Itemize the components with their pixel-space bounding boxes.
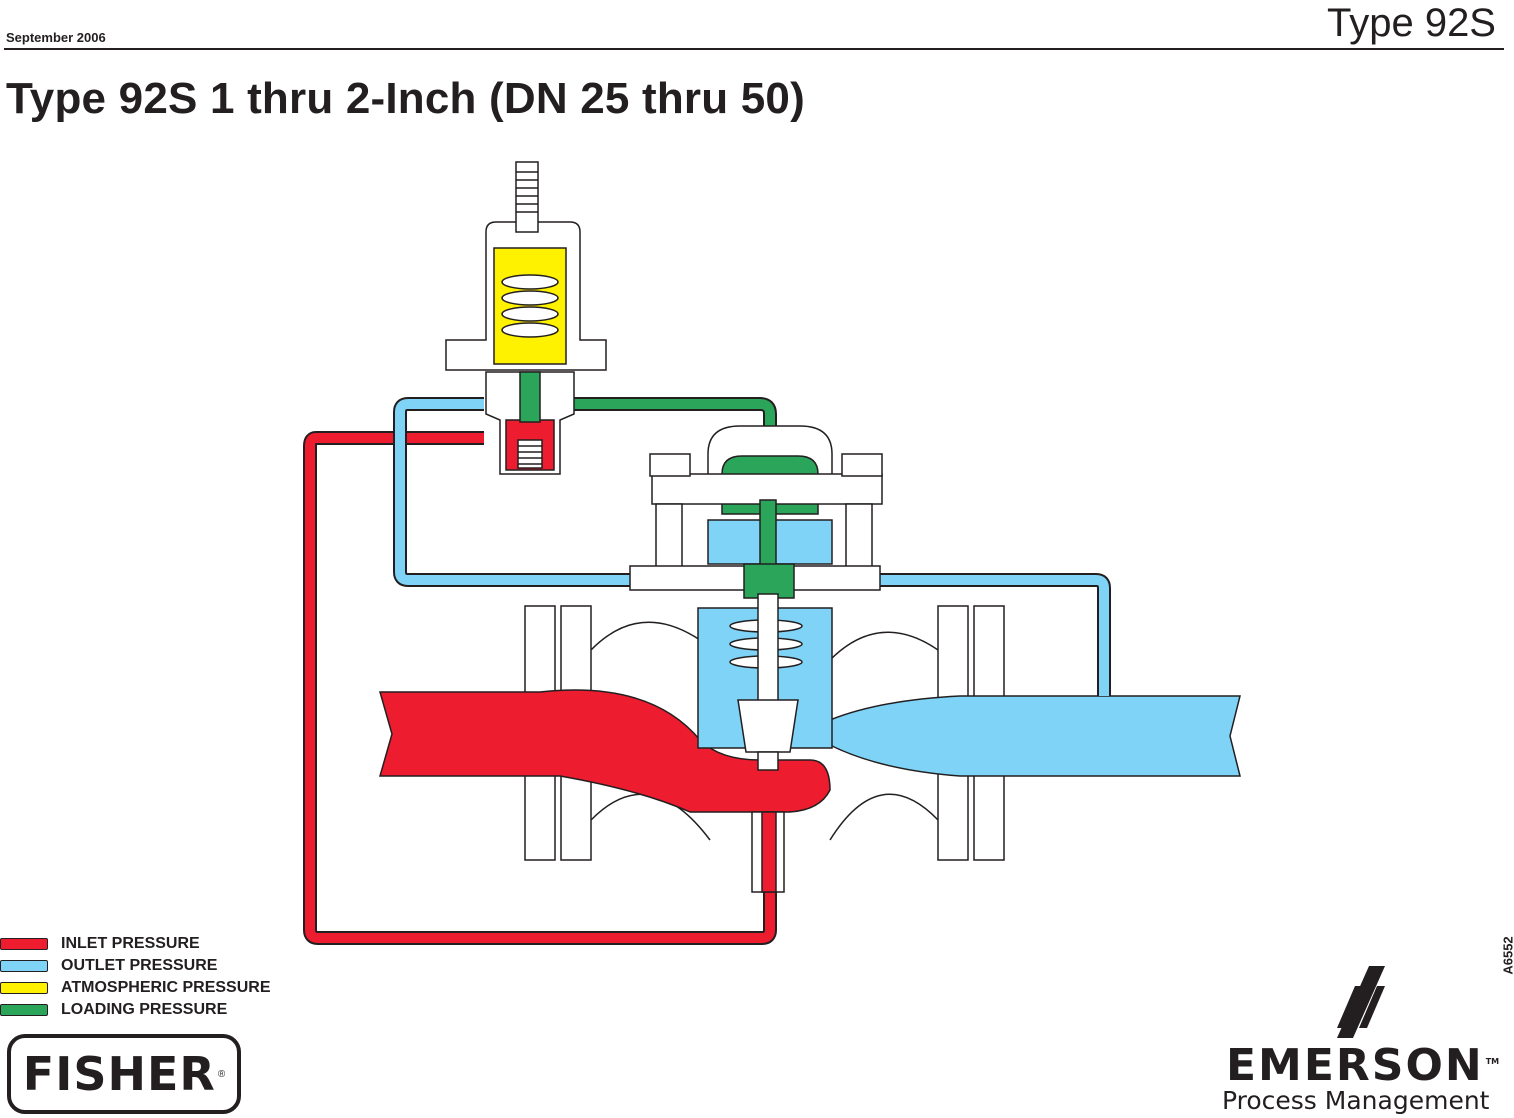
legend-label: OUTLET PRESSURE bbox=[61, 957, 218, 974]
trademark-icon: TM bbox=[1485, 1057, 1500, 1067]
pressure-legend: INLET PRESSURE OUTLET PRESSURE ATMOSPHER… bbox=[0, 933, 271, 1021]
emerson-logo-text: EMERSON bbox=[1226, 1040, 1484, 1091]
legend-item-loading: LOADING PRESSURE bbox=[0, 999, 271, 1021]
valve-plug bbox=[737, 699, 799, 753]
legend-swatch bbox=[0, 938, 48, 950]
legend-swatch bbox=[0, 1004, 48, 1016]
legend-swatch bbox=[0, 982, 48, 994]
legend-item-atmospheric: ATMOSPHERIC PRESSURE bbox=[0, 977, 271, 999]
outlet-flow-path bbox=[829, 695, 1241, 777]
legend-label: LOADING PRESSURE bbox=[61, 1001, 228, 1018]
pilot-assembly bbox=[445, 161, 607, 475]
pilot-spring-case bbox=[493, 247, 567, 365]
legend-item-inlet: INLET PRESSURE bbox=[0, 933, 271, 955]
document-type: Type 92S bbox=[1326, 1, 1496, 45]
main-actuator bbox=[629, 425, 883, 893]
legend-label: INLET PRESSURE bbox=[61, 935, 200, 952]
emerson-subtitle: Process Management bbox=[1222, 1086, 1490, 1115]
legend-label: ATMOSPHERIC PRESSURE bbox=[61, 979, 271, 996]
fisher-logo-text: FISHER bbox=[22, 1047, 216, 1101]
inlet-flow-path bbox=[379, 689, 831, 813]
pilot-loading-port bbox=[519, 371, 541, 423]
figure-number: A6552 bbox=[1500, 936, 1514, 975]
legend-item-outlet: OUTLET PRESSURE bbox=[0, 955, 271, 977]
fisher-logo: FISHER® bbox=[7, 1034, 241, 1114]
emerson-mark-icon bbox=[1337, 966, 1385, 1038]
header-rule bbox=[4, 48, 1504, 50]
registered-mark-icon: ® bbox=[217, 1068, 226, 1080]
legend-swatch bbox=[0, 960, 48, 972]
page-title: Type 92S 1 thru 2-Inch (DN 25 thru 50) bbox=[6, 74, 805, 123]
issue-date: September 2006 bbox=[6, 30, 106, 45]
